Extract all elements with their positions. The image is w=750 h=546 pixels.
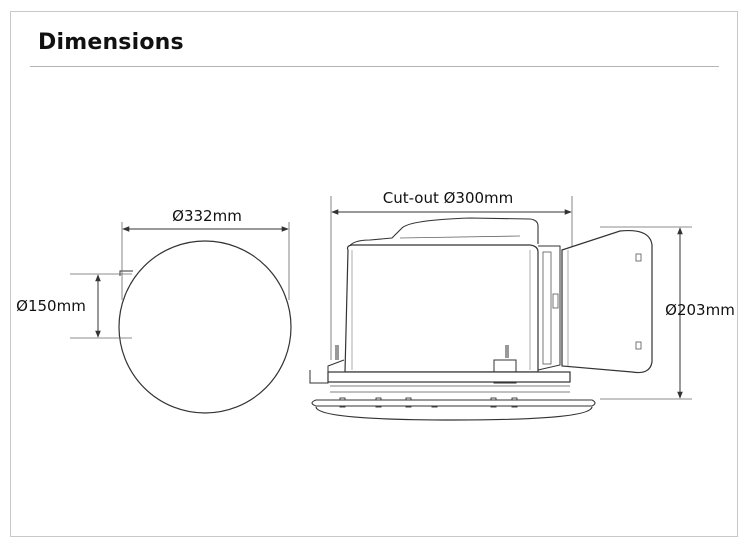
title-divider <box>30 66 719 67</box>
spigot-outlet <box>561 229 653 374</box>
grille-circle <box>118 240 292 414</box>
motor-housing <box>344 244 539 373</box>
front-view <box>70 222 292 414</box>
spigot-diameter-label: Ø150mm <box>16 297 86 315</box>
page-title: Dimensions <box>38 30 184 55</box>
side-view <box>309 196 692 421</box>
cutout-label: Cut-out Ø300mm <box>383 189 514 207</box>
height-label: Ø203mm <box>665 301 735 319</box>
face-diameter-label: Ø332mm <box>172 207 242 225</box>
base-plate <box>327 371 571 383</box>
grille-profile <box>315 406 593 421</box>
